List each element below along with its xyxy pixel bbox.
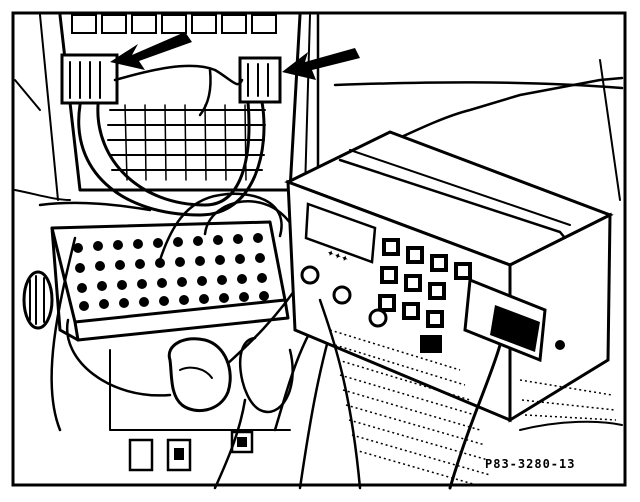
cable-spool <box>22 270 54 330</box>
dashboard-console <box>39 13 311 201</box>
manual-text-lines <box>329 329 617 487</box>
probe-clip <box>167 337 232 413</box>
console-grille <box>107 104 266 181</box>
harness-cables <box>38 64 266 217</box>
instrument-jack-3 <box>368 308 388 328</box>
arrow-left <box>110 32 192 70</box>
breakout-sockets <box>73 233 269 311</box>
instrument-jack-2 <box>332 285 352 305</box>
breakout-box <box>22 220 290 342</box>
floor-console <box>109 349 291 472</box>
top-buttons <box>71 14 277 34</box>
test-instrument: ✦✦✦ <box>284 130 614 490</box>
figure-reference: P83-3280-13 <box>485 457 575 471</box>
indicator-arrows <box>110 32 360 80</box>
right-connector-plug <box>238 56 282 104</box>
arrow-right <box>282 48 360 80</box>
socket-plug <box>490 305 540 352</box>
service-manual <box>318 298 623 490</box>
instrument-jack-1 <box>300 265 320 285</box>
instrument-knob <box>555 340 565 350</box>
instrument-keypad <box>378 238 472 353</box>
instrument-display <box>304 202 377 264</box>
instrument-side <box>508 212 612 423</box>
